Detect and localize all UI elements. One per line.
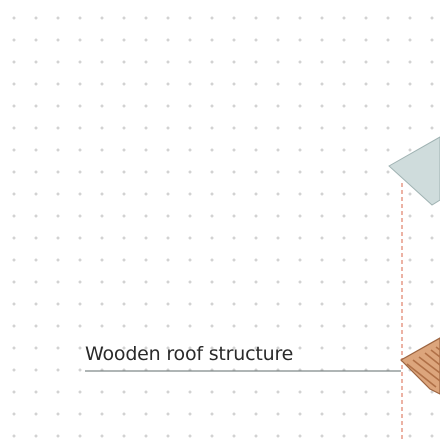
wooden-rafter	[406, 363, 437, 388]
wooden-rafter	[412, 359, 440, 382]
wooden-rafter	[424, 352, 440, 366]
wooden-roof-structure-label: Wooden roof structure	[85, 343, 294, 365]
wooden-rafter	[435, 346, 440, 351]
wooden-roof-structure	[400, 337, 440, 395]
glass-roof-panel	[388, 136, 440, 206]
wooden-rafter	[430, 349, 440, 358]
wooden-rafter	[418, 356, 440, 374]
